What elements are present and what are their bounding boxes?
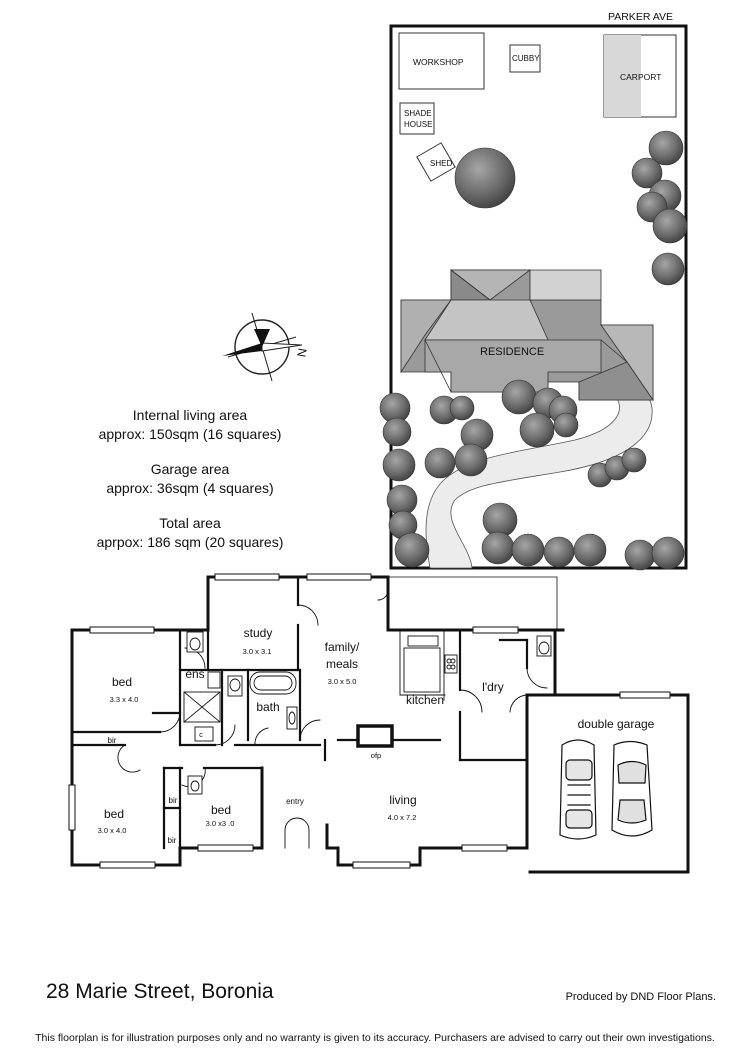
bathroom-fittings: [183, 631, 552, 795]
tree-23: [553, 412, 579, 438]
living-size: 4.0 x 7.2: [388, 813, 417, 822]
shade-house-label-line1: SHADE: [404, 109, 432, 118]
workshop-label: WORKSHOP: [413, 57, 464, 67]
bath-label: bath: [256, 700, 279, 714]
interior-walls: [70, 575, 529, 850]
study-size: 3.0 x 3.1: [243, 647, 272, 656]
bir2-label: bir: [169, 796, 178, 805]
tree-15: [449, 395, 475, 421]
bed2-label: bed: [104, 807, 124, 821]
compass-north-label: N: [294, 347, 309, 358]
carport-shade: [604, 35, 641, 117]
family-label-line2: meals: [326, 657, 358, 671]
tree-17: [454, 443, 488, 477]
tree-11: [386, 484, 418, 516]
workshop-building: [398, 32, 485, 90]
bir1-label: bir: [108, 736, 117, 745]
shade-house-label-line2: HOUSE: [404, 120, 432, 129]
bed3-size: 3.0 x3 .0: [206, 819, 235, 828]
garage-label: double garage: [578, 717, 655, 731]
bed2-size: 3.0 x 4.0: [98, 826, 127, 835]
cubby-label: CUBBY: [512, 54, 540, 63]
kitchen-label: kitchen: [406, 693, 444, 707]
tree-22: [519, 412, 555, 448]
tree-30: [543, 536, 575, 568]
windows: [68, 573, 671, 869]
tree-2: [648, 130, 684, 166]
residence-roof: [400, 269, 654, 402]
shed-building: [416, 142, 456, 182]
shade-house-building: [399, 102, 435, 135]
tree-7: [651, 252, 685, 286]
street-label: PARKER AVE: [608, 11, 673, 23]
compass-rose: N: [222, 312, 310, 382]
bed1-label: bed: [112, 675, 132, 689]
c-label: c: [199, 730, 203, 739]
garage-area-title: Garage area: [150, 461, 230, 477]
living-label: living: [389, 793, 416, 807]
laundry-label: l'dry: [482, 680, 504, 694]
tree-31: [573, 533, 607, 567]
ens-label: ens: [185, 667, 204, 681]
tree-10: [382, 448, 416, 482]
tree-18: [424, 447, 456, 479]
bir3-label: bir: [168, 836, 177, 845]
internal-area-value: approx: 150sqm (16 squares): [98, 426, 282, 442]
tree-9: [382, 417, 412, 447]
tree-33: [651, 536, 685, 570]
tree-6: [652, 208, 688, 244]
tree-3: [631, 157, 663, 189]
tree-32: [624, 539, 656, 571]
entry-label: entry: [286, 797, 304, 806]
tree-26: [621, 447, 647, 473]
producer-credit: Produced by DND Floor Plans.: [565, 991, 716, 1003]
door-swings: [117, 589, 548, 849]
disclaimer-text: This floorplan is for illustration purpo…: [35, 1032, 715, 1044]
site-plan: PARKER AVE WORKSHOP CUBBY CARPORT SHADE …: [222, 11, 688, 571]
house-floor-plan: [68, 573, 690, 874]
bed3-label: bed: [211, 803, 231, 817]
total-area-title: Total area: [159, 515, 221, 531]
room-labels: study 3.0 x 3.1 family/ meals 3.0 x 5.0 …: [98, 626, 655, 845]
family-size: 3.0 x 5.0: [328, 677, 357, 686]
internal-area-title: Internal living area: [132, 407, 248, 423]
shed-label: SHED: [430, 159, 452, 168]
total-area-value: aprpox: 186 sqm (20 squares): [96, 534, 284, 550]
garage-car-left: [559, 739, 597, 840]
trees: [379, 130, 688, 571]
cubby-building: [509, 44, 541, 73]
carport-label: CARPORT: [620, 72, 661, 82]
kitchen-fittings: [399, 629, 458, 701]
study-label: study: [244, 626, 273, 640]
outdoor-deck: [387, 576, 558, 631]
residence-label: RESIDENCE: [480, 346, 544, 358]
tree-29: [511, 533, 545, 567]
garage-car-right: [611, 740, 653, 837]
driveway: [425, 387, 653, 569]
tree-1: [454, 147, 516, 209]
fireplace: [356, 724, 394, 748]
bed1-size: 3.3 x 4.0: [110, 695, 139, 704]
tree-13: [394, 532, 430, 568]
tree-19: [501, 379, 537, 415]
tree-28: [481, 531, 515, 565]
property-address: 28 Marie Street, Boronia: [46, 980, 274, 1003]
garage-area-value: approx: 36sqm (4 squares): [106, 480, 274, 496]
ofp-label: ofp: [371, 751, 381, 760]
family-label-line1: family/: [325, 640, 360, 654]
